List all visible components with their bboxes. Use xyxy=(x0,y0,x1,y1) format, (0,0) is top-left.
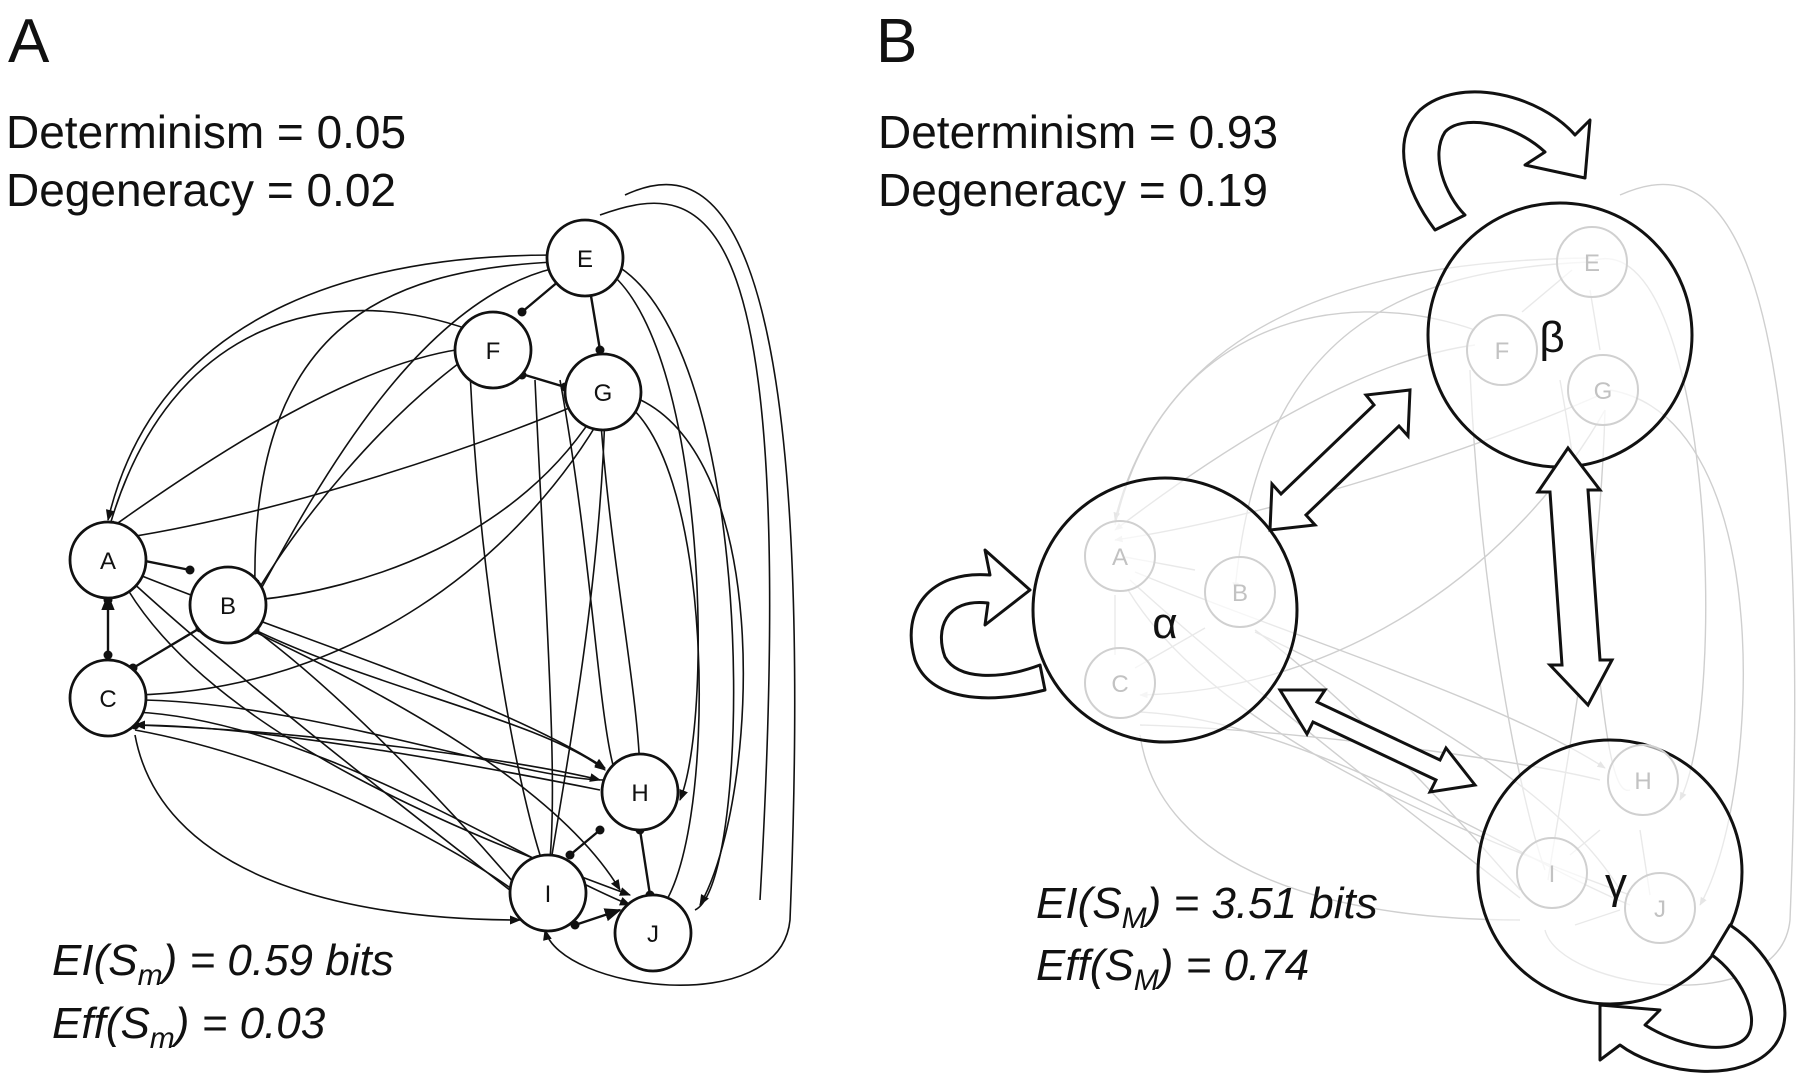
edge-g-a xyxy=(108,394,601,544)
edge-e-h xyxy=(559,257,699,802)
macro-alpha-label: α xyxy=(1152,599,1177,648)
arrow-alpha-beta xyxy=(1268,388,1412,532)
panel-b: B Determinism = 0.93 Degeneracy = 0.19 xyxy=(876,7,1796,1073)
faint-node-b-label: B xyxy=(1232,580,1248,607)
edge-g-j2 xyxy=(609,394,700,916)
self-loop-gamma xyxy=(1598,923,1787,1073)
edge-c-i xyxy=(134,729,521,896)
panel-b-determinism: Determinism = 0.93 xyxy=(878,106,1278,158)
node-j xyxy=(613,893,693,973)
edge-g-b xyxy=(253,404,601,604)
node-h xyxy=(600,752,680,832)
node-b xyxy=(188,565,268,645)
edge-h-j xyxy=(638,829,652,896)
edge-a-j xyxy=(127,589,632,896)
edge-b-j xyxy=(254,631,621,891)
panel-b-letter: B xyxy=(876,7,917,76)
node-c-label: C xyxy=(99,686,116,713)
edge-h-c xyxy=(134,699,606,781)
edge-e-loop xyxy=(599,202,771,901)
edge-f-i xyxy=(469,369,546,872)
node-b-label: B xyxy=(220,593,236,620)
panel-b-macro-arrows xyxy=(1268,388,1615,794)
panel-a-edges xyxy=(101,183,796,986)
edge-i-j xyxy=(574,908,622,927)
node-e xyxy=(545,218,625,298)
self-loop-beta xyxy=(1402,90,1592,232)
node-a xyxy=(68,520,148,600)
edge-h-c2 xyxy=(133,720,601,791)
arrow-alpha-gamma xyxy=(1277,688,1478,794)
edge-g-h xyxy=(599,409,645,782)
panel-a-eff: Eff(Sm) = 0.03 xyxy=(52,999,326,1055)
edge-e-g xyxy=(588,289,602,351)
self-loop-alpha xyxy=(909,548,1047,700)
edge-b-i xyxy=(254,629,521,891)
edge-g-c xyxy=(133,409,606,700)
panel-b-faint-nodes xyxy=(1084,226,1696,944)
edge-f-b xyxy=(254,354,471,596)
edge-f-i2 xyxy=(534,379,554,876)
node-f xyxy=(453,310,533,390)
edge-e-b xyxy=(250,261,556,592)
panel-a-degeneracy: Degeneracy = 0.02 xyxy=(6,164,396,216)
edge-g-i xyxy=(545,409,606,882)
macro-gamma-label: γ xyxy=(1605,859,1627,908)
panel-a-letter: A xyxy=(8,7,50,76)
faint-node-e-label: E xyxy=(1584,250,1600,277)
node-a-label: A xyxy=(100,548,116,575)
node-f-label: F xyxy=(486,338,501,365)
faint-node-h-label: H xyxy=(1634,768,1651,795)
arrow-beta-gamma xyxy=(1535,445,1615,708)
faint-node-a-label: A xyxy=(1112,544,1128,571)
faint-node-g-label: G xyxy=(1594,378,1613,405)
faint-node-j-label: J xyxy=(1654,896,1666,923)
node-g xyxy=(563,352,643,432)
panel-a: A Determinism = 0.05 Degeneracy = 0.02 xyxy=(6,7,796,1055)
panel-b-ei: EI(SM) = 3.51 bits xyxy=(1036,879,1378,935)
node-c xyxy=(68,658,148,738)
node-i xyxy=(508,853,588,933)
panel-b-faint-labels: A B C E F G H I J xyxy=(1111,250,1666,923)
edge-e-b2 xyxy=(254,267,556,601)
faint-node-f-label: F xyxy=(1495,338,1510,365)
panel-a-ei: EI(Sm) = 0.59 bits xyxy=(52,936,394,992)
edge-c-b xyxy=(132,626,201,670)
panel-b-degeneracy: Degeneracy = 0.19 xyxy=(878,164,1268,216)
edge-f-g xyxy=(524,373,566,389)
node-h-label: H xyxy=(631,780,648,807)
edge-c-i2 xyxy=(134,734,522,925)
edge-f-a2 xyxy=(107,347,471,531)
edge-b-h xyxy=(254,629,606,771)
panel-a-node-labels: A B C E F G H I J xyxy=(99,246,659,948)
node-g-label: G xyxy=(594,380,613,407)
node-i-label: I xyxy=(545,881,552,908)
edge-g-j xyxy=(609,389,745,906)
macro-beta-label: β xyxy=(1539,313,1564,362)
panel-b-self-loops xyxy=(909,90,1787,1073)
node-j-label: J xyxy=(647,921,659,948)
edge-h-i xyxy=(569,829,601,856)
edge-a-i xyxy=(129,579,521,899)
panel-b-eff: Eff(SM) = 0.74 xyxy=(1036,941,1309,997)
edge-j-e-outer xyxy=(543,183,796,986)
panel-a-determinism: Determinism = 0.05 xyxy=(6,106,406,158)
edge-e-a xyxy=(105,254,556,522)
faint-node-i-label: I xyxy=(1549,861,1556,888)
panel-a-nodes xyxy=(68,218,693,973)
edge-f-a xyxy=(109,309,471,526)
faint-node-c-label: C xyxy=(1111,671,1128,698)
node-e-label: E xyxy=(577,246,593,273)
